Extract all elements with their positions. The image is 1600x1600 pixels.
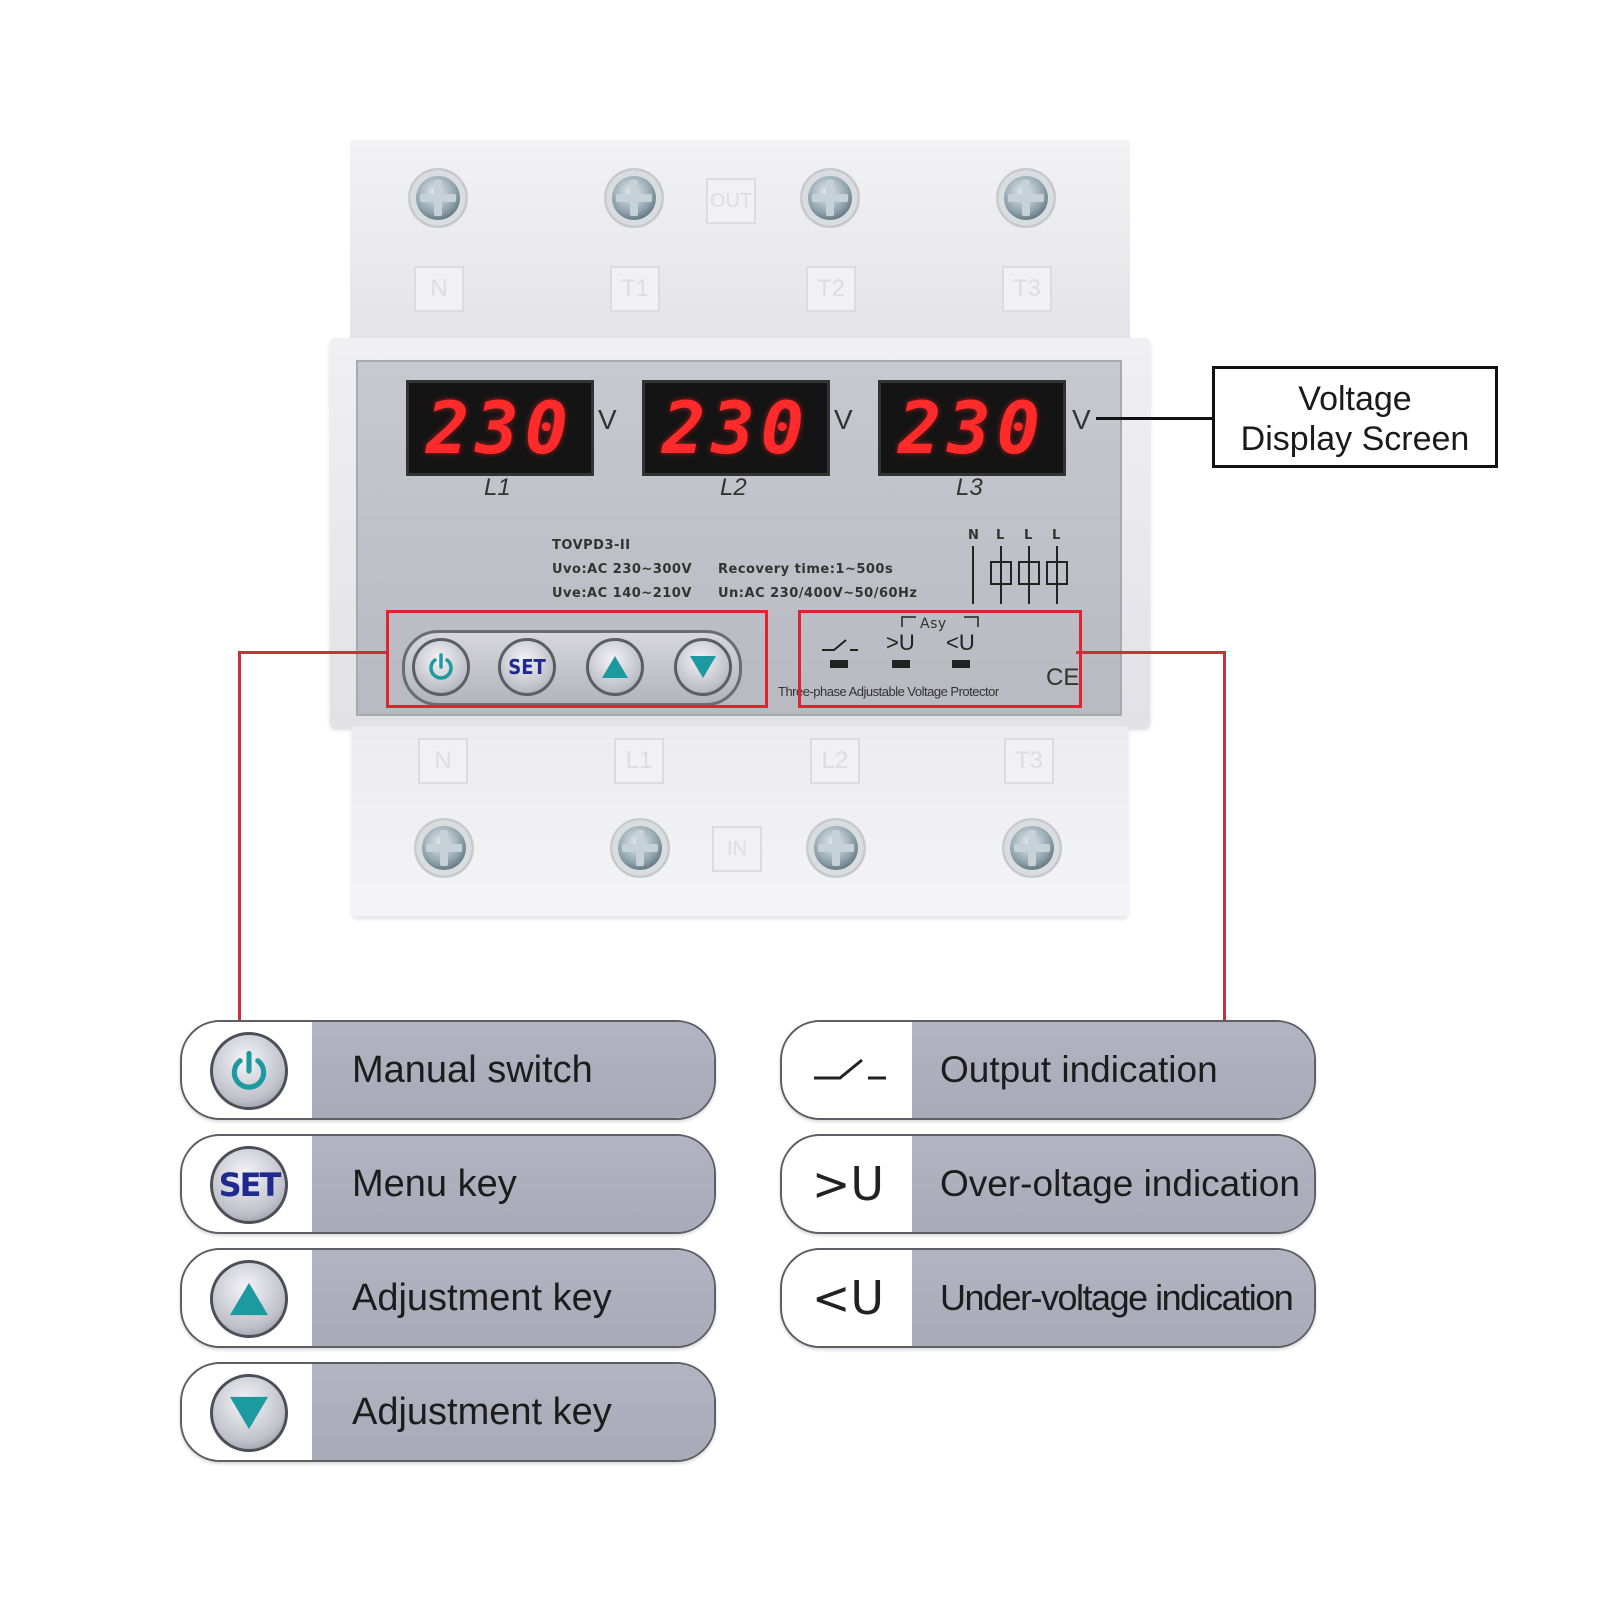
terminal-screw-icon xyxy=(806,818,866,878)
device-down-button[interactable] xyxy=(674,638,732,696)
legend-output-indication: Output indication xyxy=(780,1020,1316,1120)
wiring-diagram-icon xyxy=(972,546,1068,604)
display-l1-unit: V xyxy=(598,404,617,435)
legend-under-voltage: <U Under-voltage indication xyxy=(780,1248,1316,1348)
legend-label: Over-oltage indication xyxy=(940,1163,1300,1204)
legend-label: Under-voltage indication xyxy=(940,1277,1294,1318)
ce-mark: CE xyxy=(1046,664,1080,691)
buttons-highlight xyxy=(386,610,768,708)
down-arrow-icon xyxy=(690,656,716,678)
under-voltage-led xyxy=(952,660,970,668)
display-l2-unit: V xyxy=(834,404,853,435)
display-l3-unit: V xyxy=(1072,404,1091,435)
legend-menu-key: SET Menu key xyxy=(180,1134,716,1234)
right-leader-horizontal xyxy=(1076,651,1226,654)
spec-recovery: Recovery time:1~500s xyxy=(718,562,894,577)
legend-over-voltage: >U Over-oltage indication xyxy=(780,1134,1316,1234)
power-icon xyxy=(210,1032,288,1110)
asy-label: Asy xyxy=(920,616,947,632)
under-voltage-icon: <U xyxy=(811,1271,885,1325)
callout-line-2: Display Screen xyxy=(1240,420,1470,458)
wiring-label-l3: L xyxy=(1052,528,1061,543)
set-icon: SET xyxy=(210,1146,288,1224)
terminal-screw-icon xyxy=(996,168,1056,228)
up-arrow-icon xyxy=(210,1260,288,1338)
terminal-screw-icon xyxy=(610,818,670,878)
model-number: TOVPD3-II xyxy=(552,538,631,553)
device-top-terminal-block xyxy=(350,140,1130,340)
device-up-button[interactable] xyxy=(586,638,644,696)
right-leader-vertical xyxy=(1223,651,1226,1021)
legend-adjustment-down: Adjustment key xyxy=(180,1362,716,1462)
output-led xyxy=(830,660,848,668)
spec-uve: Uve:AC 140~210V xyxy=(552,586,692,601)
terminal-screw-icon xyxy=(1002,818,1062,878)
display-l2-phase: L2 xyxy=(720,474,747,501)
terminal-label-top-n: N xyxy=(414,266,464,312)
terminal-label-top-t1: T1 xyxy=(610,266,660,312)
device-set-button[interactable]: SET xyxy=(498,638,556,696)
legend-label: Manual switch xyxy=(352,1049,593,1091)
terminal-label-top-t3: T3 xyxy=(1002,266,1052,312)
display-l3-value: 230 xyxy=(897,386,1047,470)
terminal-screw-icon xyxy=(414,818,474,878)
display-l1: 230 xyxy=(406,380,594,476)
over-voltage-led xyxy=(892,660,910,668)
wiring-label-n: N xyxy=(968,528,980,543)
wiring-label-l1: L xyxy=(996,528,1005,543)
terminal-label-top-t2: T2 xyxy=(806,266,856,312)
left-leader-horizontal xyxy=(238,651,388,654)
down-arrow-icon xyxy=(210,1374,288,1452)
display-l2: 230 xyxy=(642,380,830,476)
voltage-display-callout: Voltage Display Screen xyxy=(1212,366,1498,468)
out-label: OUT xyxy=(706,178,756,224)
terminal-screw-icon xyxy=(800,168,860,228)
callout-connector xyxy=(1096,417,1214,420)
spec-un: Un:AC 230/400V~50/60Hz xyxy=(718,586,918,601)
legend-label: Adjustment key xyxy=(352,1391,612,1433)
terminal-screw-icon xyxy=(408,168,468,228)
over-voltage-icon: >U xyxy=(886,630,915,655)
over-voltage-icon: >U xyxy=(811,1157,885,1211)
display-l3: 230 xyxy=(878,380,1066,476)
device-power-button[interactable] xyxy=(412,638,470,696)
legend-label: Output indication xyxy=(940,1049,1218,1090)
wiring-label-l2: L xyxy=(1024,528,1033,543)
up-arrow-icon xyxy=(602,656,628,678)
display-l3-phase: L3 xyxy=(956,474,983,501)
terminal-label-bottom-t3: T3 xyxy=(1004,738,1054,784)
indicators-highlight xyxy=(798,610,1082,708)
power-icon xyxy=(429,653,453,680)
in-label: IN xyxy=(712,826,762,872)
display-l1-value: 230 xyxy=(425,386,575,470)
legend-manual-switch: Manual switch xyxy=(180,1020,716,1120)
legend-label: Adjustment key xyxy=(352,1277,612,1319)
terminal-label-bottom-l1: L1 xyxy=(614,738,664,784)
output-switch-icon xyxy=(814,1058,886,1080)
product-name: Three-phase Adjustable Voltage Protector xyxy=(778,684,999,699)
callout-line-1: Voltage xyxy=(1298,380,1412,418)
legend-label: Menu key xyxy=(352,1163,517,1205)
terminal-label-bottom-l2: L2 xyxy=(810,738,860,784)
left-leader-vertical xyxy=(238,651,241,1021)
device-bottom-terminal-block xyxy=(352,726,1128,916)
legend-adjustment-up: Adjustment key xyxy=(180,1248,716,1348)
asy-bracket-icon xyxy=(901,616,979,627)
terminal-screw-icon xyxy=(604,168,664,228)
output-switch-icon xyxy=(822,639,858,651)
spec-uvo: Uvo:AC 230~300V xyxy=(552,562,693,577)
terminal-label-bottom-n: N xyxy=(418,738,468,784)
display-l2-value: 230 xyxy=(661,386,811,470)
under-voltage-icon: <U xyxy=(946,630,975,655)
set-icon: SET xyxy=(508,655,546,679)
display-l1-phase: L1 xyxy=(484,474,511,501)
